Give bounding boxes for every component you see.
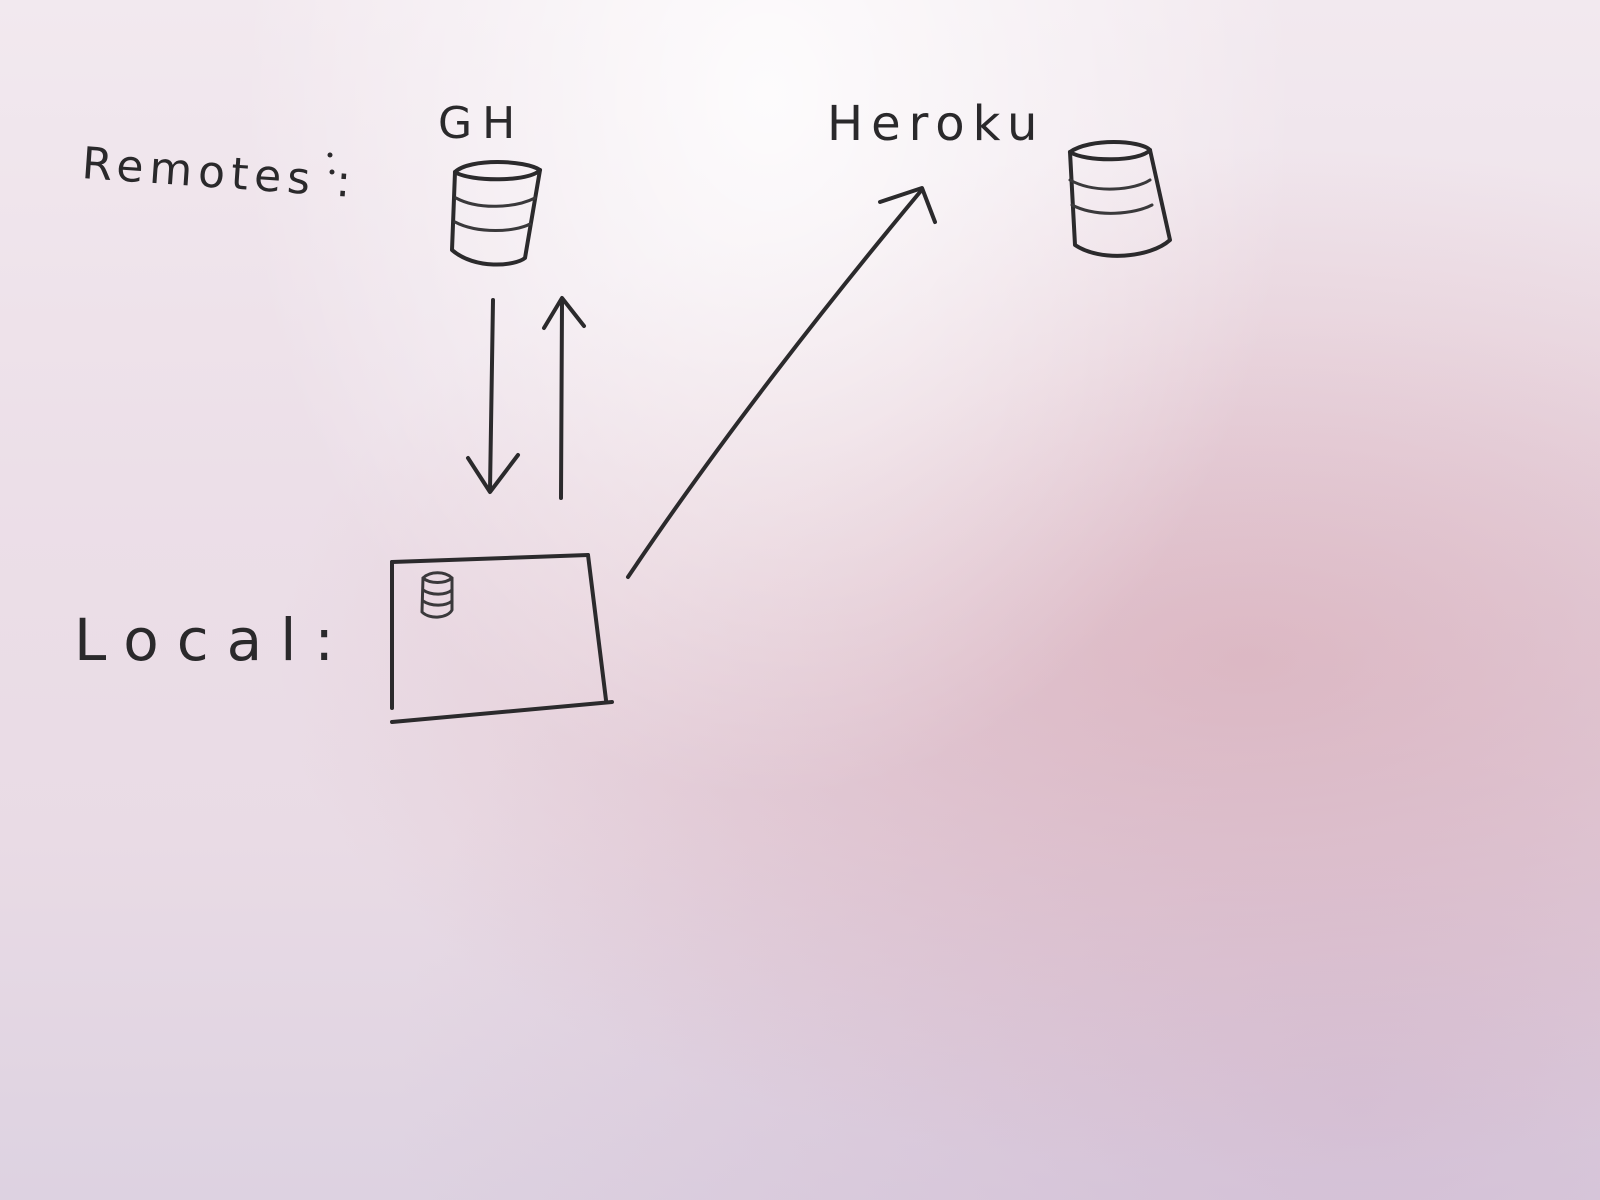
gh-label: GH <box>438 98 526 149</box>
local-label: Local: <box>74 606 352 674</box>
heroku-database-icon <box>1068 140 1172 258</box>
local-repo-box <box>390 553 614 724</box>
arrow-local-to-gh <box>542 296 586 500</box>
arrow-local-to-heroku <box>626 186 937 579</box>
arrow-gh-to-local <box>466 298 520 494</box>
remotes-colon-marks <box>327 152 335 175</box>
local-database-icon <box>420 571 454 619</box>
heroku-label: Heroku <box>827 96 1046 152</box>
gh-database-icon <box>450 160 542 267</box>
